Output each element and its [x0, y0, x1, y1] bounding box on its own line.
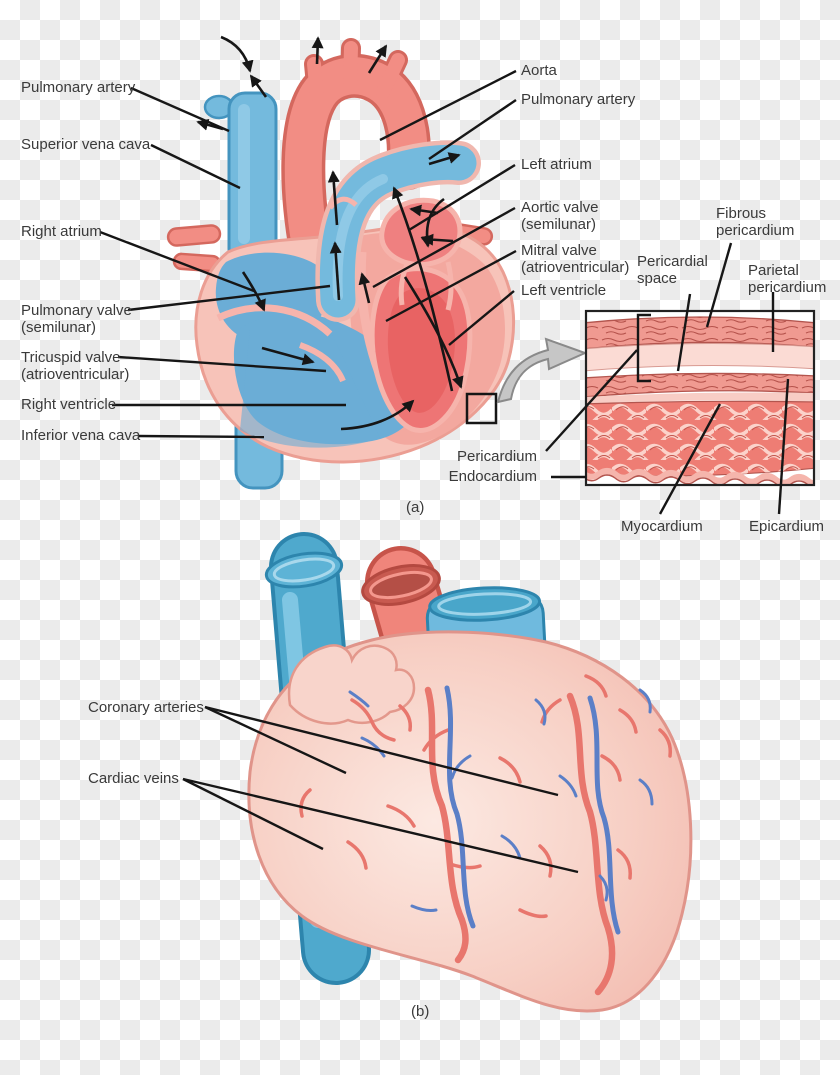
- blood-flow-arrows: [196, 35, 464, 431]
- label-left-ventricle: Left ventricle: [521, 282, 607, 299]
- auricle-b: [287, 644, 416, 725]
- label-epicardium: Epicardium: [749, 518, 825, 535]
- panel-b-external-heart: [247, 532, 693, 1013]
- label-coronary-arteries: Coronary arteries: [88, 699, 204, 716]
- pulmonary-vein-stubs-left: [166, 224, 222, 273]
- zoom-region-marker: [465, 392, 498, 425]
- cardiac-veins-vessels: [348, 685, 654, 935]
- inset-border: [584, 309, 816, 487]
- label-cardiac-veins: Cardiac veins: [88, 770, 179, 787]
- caption-b: (b): [411, 1003, 430, 1020]
- label-right-ventricle: Right ventricle: [21, 396, 117, 413]
- label-pulmonary-artery-left: Pulmonary artery: [21, 79, 136, 96]
- label-fibrous-pericardium: Fibrous pericardium: [716, 205, 795, 239]
- leader-lines: [99, 69, 790, 874]
- label-aortic-valve: Aortic valve (semilunar): [521, 199, 599, 233]
- superior-vena-cava-vessel: [203, 91, 278, 267]
- label-mitral-valve: Mitral valve (atrioventricular): [521, 242, 630, 276]
- label-myocardium: Myocardium: [621, 518, 703, 535]
- caption-a: (a): [406, 499, 425, 516]
- label-aorta: Aorta: [521, 62, 557, 79]
- panel-a-heart-cross-section: [166, 35, 588, 490]
- label-tricuspid-valve: Tricuspid valve (atrioventricular): [21, 349, 130, 383]
- label-pulmonary-valve: Pulmonary valve (semilunar): [21, 302, 132, 336]
- label-endocardium: Endocardium: [448, 468, 537, 485]
- aorta-vessel: [281, 38, 431, 277]
- left-heart-chambers: [369, 197, 473, 433]
- label-parietal-pericardium: Parietal pericardium: [748, 262, 827, 296]
- label-pulmonary-artery-right: Pulmonary artery: [521, 91, 636, 108]
- label-right-atrium: Right atrium: [21, 223, 102, 240]
- label-pericardial-space: Pericardial space: [637, 253, 708, 287]
- pericardium-bracket: [636, 313, 651, 383]
- label-inferior-vena-cava: Inferior vena cava: [21, 427, 141, 444]
- label-pericardium: Pericardium: [456, 448, 537, 465]
- label-left-atrium: Left atrium: [521, 156, 592, 173]
- label-superior-vena-cava: Superior vena cava: [21, 136, 151, 153]
